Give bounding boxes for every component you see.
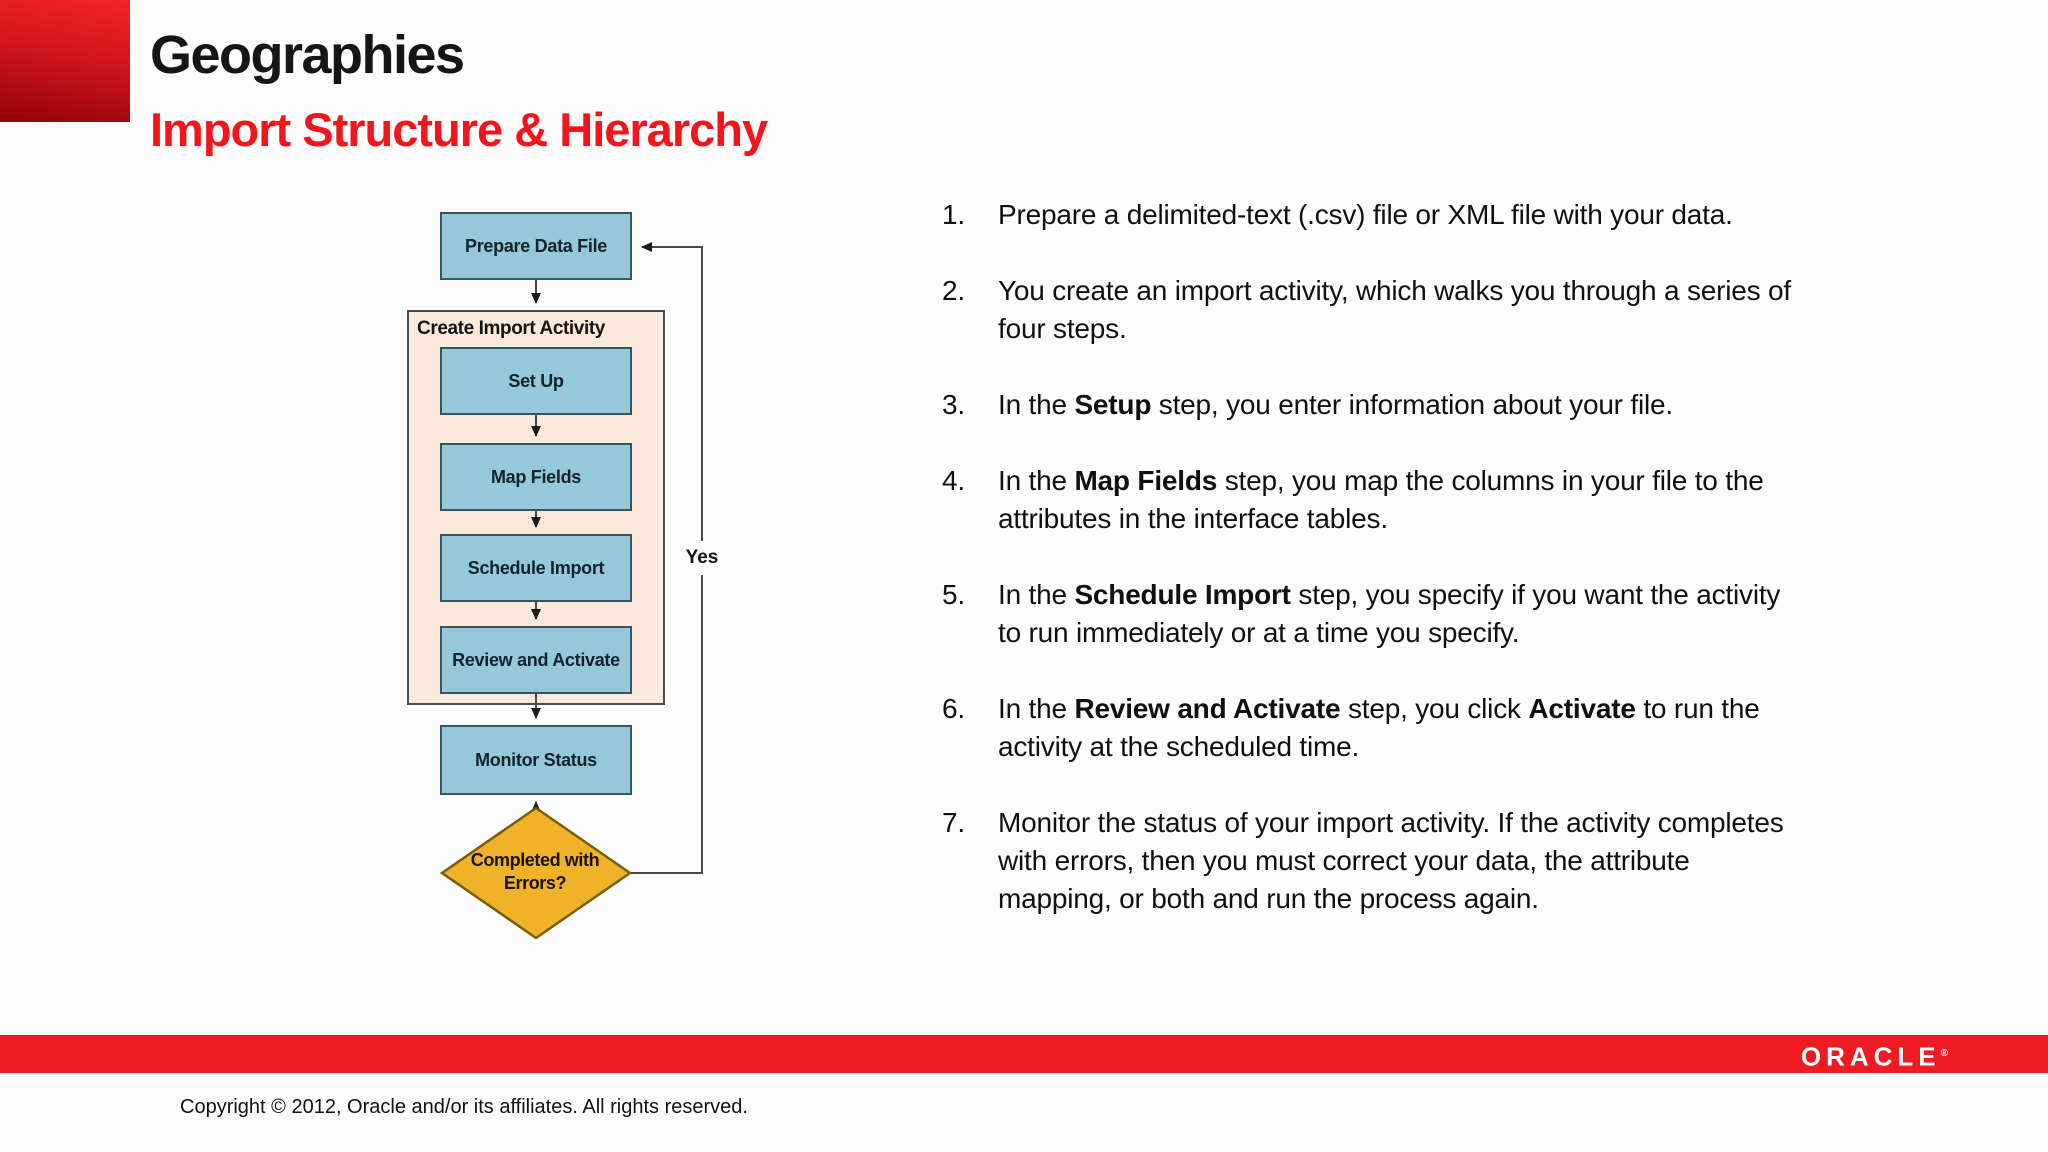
list-item-text: In the Schedule Import step, you specify… (998, 579, 1781, 648)
list-item-number: 3. (942, 389, 965, 420)
decision-label: Completed with Errors? (470, 850, 600, 893)
list-item-text: You create an import activity, which wal… (998, 275, 1791, 344)
list-item-number: 7. (942, 807, 965, 838)
list-item-text: In the Review and Activate step, you cli… (998, 693, 1760, 762)
flow-node-set-up: Set Up (440, 347, 632, 415)
oracle-logo-text: ORACLE (1800, 1041, 1941, 1072)
list-item-text: Prepare a delimited-text (.csv) file or … (998, 199, 1733, 230)
list-item-number: 4. (942, 465, 965, 496)
registered-mark: ® (1940, 1048, 1948, 1059)
list-item-text: In the Setup step, you enter information… (998, 389, 1673, 420)
list-item-text: Monitor the status of your import activi… (998, 807, 1784, 914)
flow-node-review-and-activate: Review and Activate (440, 626, 632, 694)
corner-accent (0, 0, 130, 122)
oracle-logo: ORACLE® (1801, 1035, 1948, 1073)
list-item: 3. In the Setup step, you enter informati… (942, 386, 1952, 424)
list-item: 7. Monitor the status of your import acti… (942, 804, 1952, 918)
page-subtitle: Import Structure & Hierarchy (150, 103, 768, 156)
list-item: 2. You create an import activity, which w… (942, 272, 1952, 348)
flow-node-schedule-import: Schedule Import (440, 534, 632, 602)
yes-label: Yes (674, 541, 730, 575)
list-item-number: 6. (942, 693, 965, 724)
list-item-number: 1. (942, 199, 965, 230)
list-item: 1. Prepare a delimited-text (.csv) file o… (942, 196, 1952, 234)
copyright-text: Copyright © 2012, Oracle and/or its affi… (180, 1096, 748, 1118)
list-item: 5. In the Schedule Import step, you speci… (942, 576, 1952, 652)
list-item: 4. In the Map Fields step, you map the co… (942, 462, 1952, 538)
flow-group-label: Create Import Activity (417, 318, 605, 339)
list-item-number: 2. (942, 275, 965, 306)
list-item: 6. In the Review and Activate step, you c… (942, 690, 1952, 766)
flow-node-map-fields: Map Fields (440, 443, 632, 511)
list-item-text: In the Map Fields step, you map the colu… (998, 465, 1764, 534)
page-title: Geographies (150, 25, 465, 85)
list-item-number: 5. (942, 579, 965, 610)
flow-node-prepare-data-file: Prepare Data File (440, 212, 632, 280)
flow-node-monitor-status: Monitor Status (440, 725, 632, 795)
footer-bar: ORACLE® (0, 1035, 2048, 1073)
steps-list: 1. Prepare a delimited-text (.csv) file o… (942, 196, 1952, 956)
